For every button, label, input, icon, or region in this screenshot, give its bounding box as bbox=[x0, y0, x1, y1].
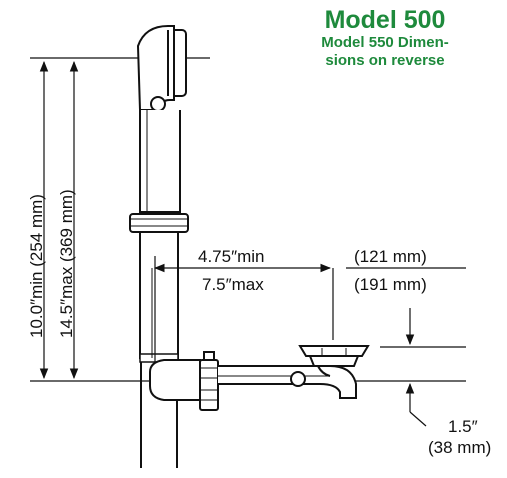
drain-screw bbox=[290, 371, 306, 387]
drop-dimension-arrows bbox=[405, 308, 427, 427]
title-block: Model 500 Model 550 Dimen- sions on reve… bbox=[285, 6, 485, 70]
vertical-drain-tube bbox=[139, 231, 179, 363]
reach-reference-lines bbox=[153, 256, 466, 362]
drop-metric-label: (38 mm) bbox=[428, 438, 491, 457]
reach-max-label: 7.5″max bbox=[202, 275, 264, 294]
drop-imperial-label: 1.5″ bbox=[448, 417, 478, 436]
height-min-label: 10.0″min (254 mm) bbox=[27, 194, 46, 338]
model-title: Model 500 bbox=[324, 6, 446, 34]
reach-max-metric-label: (191 mm) bbox=[354, 275, 427, 294]
drain-outlet bbox=[298, 345, 370, 377]
reference-lines bbox=[30, 57, 466, 382]
overflow-tube bbox=[139, 110, 181, 213]
overflow-head bbox=[136, 25, 187, 112]
reverse-note-line1: Model 550 Dimen- bbox=[321, 34, 449, 51]
height-dimension-arrows bbox=[39, 60, 79, 380]
reach-min-metric-label: (121 mm) bbox=[354, 247, 427, 266]
overflow-screw bbox=[150, 96, 166, 112]
reach-min-label: 4.75″min bbox=[198, 247, 265, 266]
horizontal-drain-pipe bbox=[149, 351, 357, 411]
height-max-label: 14.5″max (369 mm) bbox=[57, 189, 76, 338]
waste-pipe-down bbox=[140, 362, 178, 468]
reverse-note-line2: sions on reverse bbox=[325, 52, 445, 69]
upper-coupling-nut bbox=[129, 213, 189, 233]
